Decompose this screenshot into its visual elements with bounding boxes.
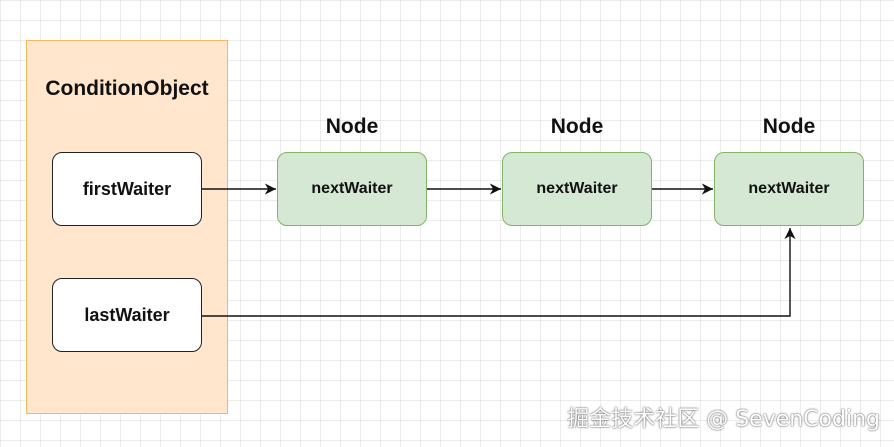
node-2: nextWaiter	[502, 152, 652, 226]
condition-object-title: ConditionObject	[45, 77, 209, 100]
first-waiter-field: firstWaiter	[52, 152, 202, 226]
node-1: nextWaiter	[277, 152, 427, 226]
node-3: nextWaiter	[714, 152, 864, 226]
watermark: 掘金技术社区 @ SevenCoding	[567, 407, 880, 432]
edge-last-to-node3	[202, 228, 796, 317]
node-2-label: Node	[550, 115, 604, 138]
node-1-label: Node	[325, 115, 379, 138]
node-3-label: Node	[762, 115, 816, 138]
last-waiter-field: lastWaiter	[52, 278, 202, 352]
